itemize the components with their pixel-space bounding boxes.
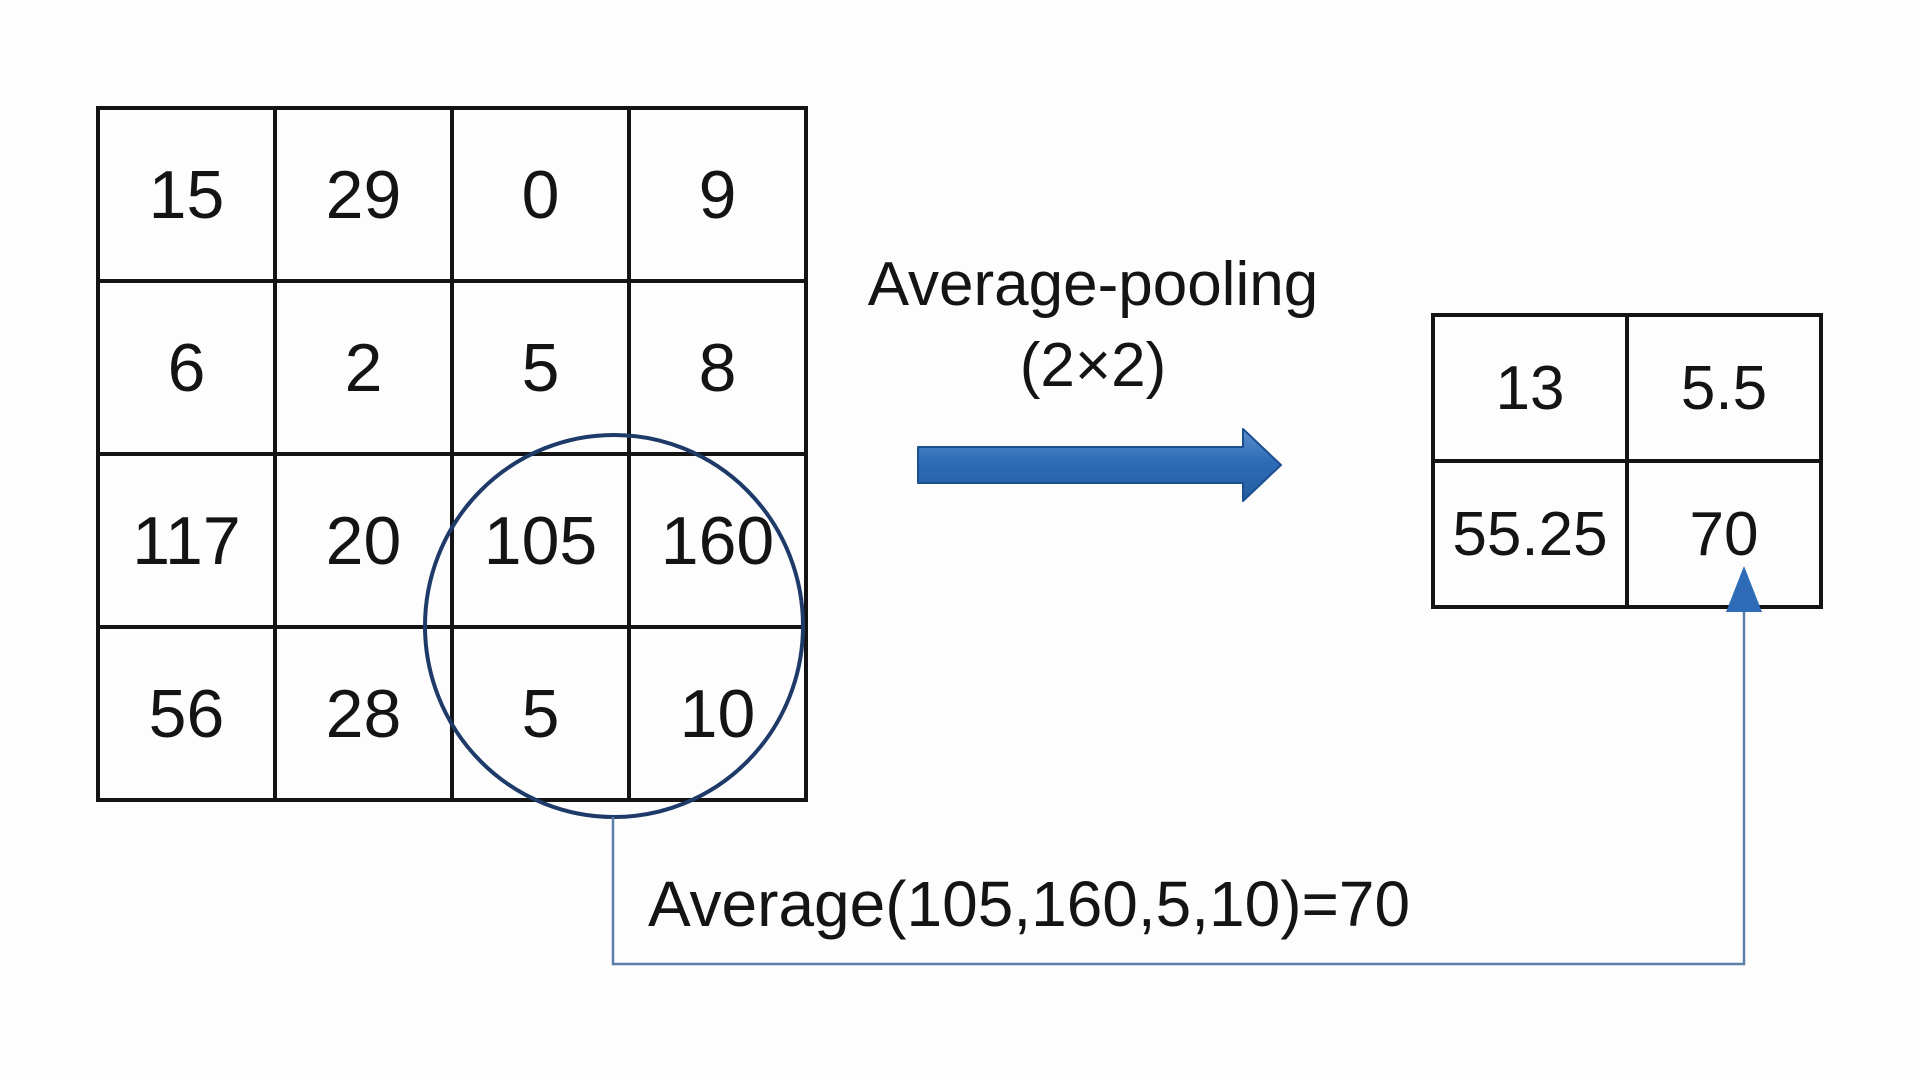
matrix-cell-r3c3: 105 (452, 454, 629, 627)
matrix-cell-r4c3: 5 (452, 627, 629, 800)
matrix-cell-r2c1: 6 (98, 281, 275, 454)
matrix-cell-r4c1: 56 (98, 627, 275, 800)
matrix-cell-r3c2: 20 (275, 454, 452, 627)
matrix-cell-r1c2: 29 (275, 108, 452, 281)
matrix-cell-r2c2: 2 (275, 281, 452, 454)
matrix-cell-r1c1: 15 (98, 108, 275, 281)
matrix-cell-r4c4: 10 (629, 627, 806, 800)
matrix-cell-r2c4: 8 (629, 281, 806, 454)
pooling-title: Average-pooling (867, 250, 1319, 319)
average-formula: Average(105,160,5,10)=70 (648, 868, 1411, 940)
matrix-cell-r1c4: 9 (629, 108, 806, 281)
matrix-cell-r1c3: 0 (452, 108, 629, 281)
matrix-cell-r4c2: 28 (275, 627, 452, 800)
matrix-cell-r3c4: 160 (629, 454, 806, 627)
matrix-cell-r3c1: 117 (98, 454, 275, 627)
matrix-cell-r1c2: 5.5 (1627, 315, 1821, 461)
matrix-cell-r2c3: 5 (452, 281, 629, 454)
matrix-cell-r2c1: 55.25 (1433, 461, 1627, 607)
pooling-label: Average-pooling (2×2) (818, 248, 1368, 402)
matrix-cell-r2c2: 70 (1627, 461, 1821, 607)
pooling-arrow (917, 428, 1282, 502)
matrix-cell-r1c1: 13 (1433, 315, 1627, 461)
pooling-kernel-size: (2×2) (1019, 331, 1167, 401)
